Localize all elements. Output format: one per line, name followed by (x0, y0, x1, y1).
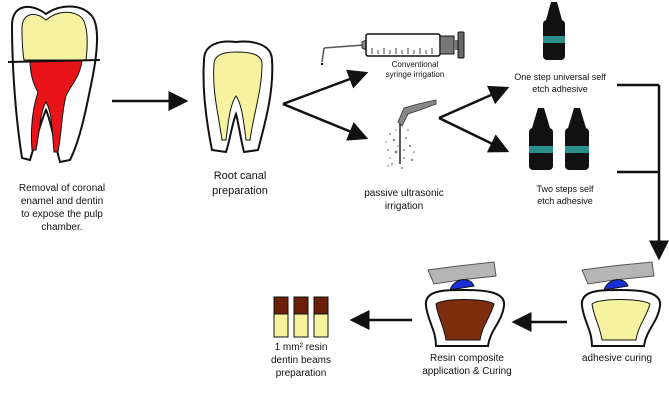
arrow-to-two-steps (438, 116, 510, 153)
tooth-sectioned-icon (7, 5, 101, 164)
arrow-to-one-step (438, 85, 510, 120)
beams-label: 1 mm² resin dentin beams preparation (270, 342, 332, 379)
ultrasonic-tip-icon (385, 99, 437, 169)
one-step-label: One step universal self etch adhesive (514, 72, 606, 94)
syringe-icon (320, 31, 465, 66)
arrow-to-syringe (282, 69, 369, 106)
two-steps-label: Two steps self etch adhesive (536, 184, 594, 206)
merge-connector (617, 83, 669, 261)
tooth-root-canal-icon (202, 40, 274, 154)
resin-composite-tooth-icon (424, 261, 506, 347)
adhesive-curing-tooth-icon (580, 261, 662, 347)
resin-dentin-beams-icon (273, 296, 329, 338)
removal-label: Removal of coronal enamel and dentin to … (18, 183, 106, 233)
arrow-to-ultrasonic (282, 102, 369, 141)
one-step-bottle-icon (543, 2, 565, 60)
adhesive-curing-label: adhesive curing (581, 353, 653, 364)
syringe-label: Conventional syringe irrigation (385, 60, 445, 79)
root-canal-label: Root canal preparation (212, 170, 268, 197)
resin-composite-label: Resin composite application & Curing (422, 353, 512, 377)
two-steps-bottles-icon (529, 108, 589, 170)
ultrasonic-label: passive ultrasonic irrigation (364, 188, 444, 212)
